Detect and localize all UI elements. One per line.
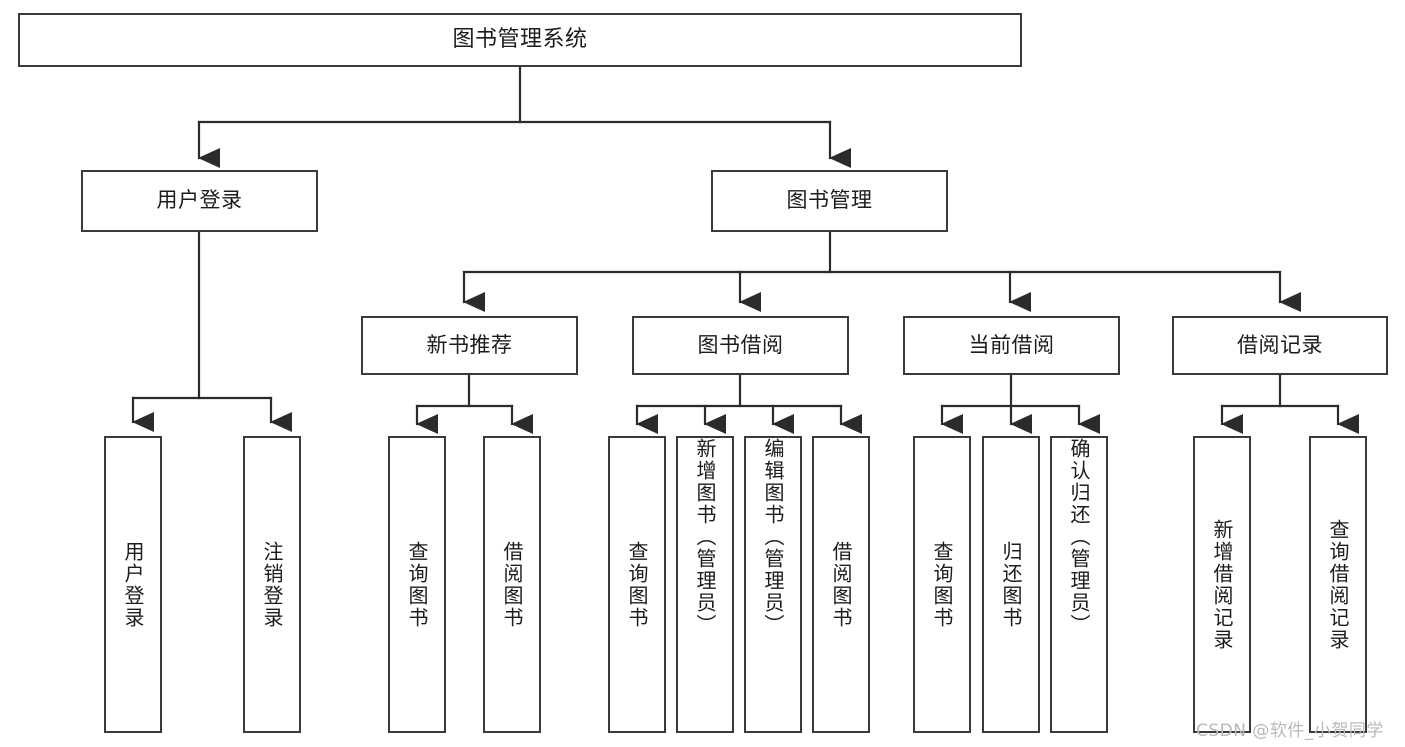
leaf-borrow-record-1[interactable]: 查询借阅记录 (1309, 436, 1367, 733)
leaf-book-borrow-1-label: 新增图书（管理员） (693, 438, 717, 636)
leaf-current-borrow-1-label: 归还图书 (999, 540, 1023, 629)
node-user-login[interactable]: 用户登录 (81, 170, 318, 232)
node-current-borrow-label: 当前借阅 (968, 332, 1055, 357)
leaf-new-book-rec-0[interactable]: 查询图书 (388, 436, 446, 733)
leaf-new-book-rec-1-label: 借阅图书 (500, 540, 524, 629)
leaf-book-borrow-2-label: 编辑图书（管理员） (761, 438, 785, 636)
leaf-current-borrow-0-label: 查询图书 (930, 540, 954, 629)
leaf-current-borrow-2[interactable]: 确认归还（管理员） (1050, 436, 1108, 733)
node-current-borrow[interactable]: 当前借阅 (903, 316, 1120, 375)
node-user-login-label: 用户登录 (156, 188, 243, 213)
leaf-borrow-record-0[interactable]: 新增借阅记录 (1193, 436, 1251, 733)
node-borrow-record[interactable]: 借阅记录 (1172, 316, 1388, 375)
leaf-book-borrow-1[interactable]: 新增图书（管理员） (676, 436, 734, 733)
leaf-new-book-rec-1[interactable]: 借阅图书 (483, 436, 541, 733)
leaf-book-borrow-2[interactable]: 编辑图书（管理员） (744, 436, 802, 733)
leaf-borrow-record-0-label: 新增借阅记录 (1210, 518, 1234, 651)
leaf-book-borrow-0-label: 查询图书 (625, 540, 649, 629)
node-new-book-rec-label: 新书推荐 (426, 332, 513, 357)
node-root[interactable]: 图书管理系统 (18, 13, 1022, 67)
leaf-book-borrow-0[interactable]: 查询图书 (608, 436, 666, 733)
leaf-new-book-rec-0-label: 查询图书 (405, 540, 429, 629)
leaf-borrow-record-1-label: 查询借阅记录 (1326, 518, 1350, 651)
node-book-manage-label: 图书管理 (786, 188, 873, 213)
node-book-borrow-label: 图书借阅 (697, 332, 784, 357)
leaf-current-borrow-0[interactable]: 查询图书 (913, 436, 971, 733)
leaf-current-borrow-1[interactable]: 归还图书 (982, 436, 1040, 733)
node-borrow-record-label: 借阅记录 (1237, 332, 1323, 357)
leaf-current-borrow-2-label: 确认归还（管理员） (1067, 438, 1091, 636)
leaf-book-borrow-3-label: 借阅图书 (829, 540, 853, 629)
node-root-label: 图书管理系统 (452, 26, 588, 52)
node-new-book-rec[interactable]: 新书推荐 (361, 316, 578, 375)
leaf-user-login-1-label: 注销登录 (260, 540, 284, 629)
watermark: CSDN @软件_小贺同学 (1196, 721, 1384, 741)
node-book-borrow[interactable]: 图书借阅 (632, 316, 849, 375)
leaf-book-borrow-3[interactable]: 借阅图书 (812, 436, 870, 733)
node-book-manage[interactable]: 图书管理 (711, 170, 948, 232)
leaf-user-login-0[interactable]: 用户登录 (104, 436, 162, 733)
leaf-user-login-1[interactable]: 注销登录 (243, 436, 301, 733)
leaf-user-login-0-label: 用户登录 (121, 540, 145, 629)
